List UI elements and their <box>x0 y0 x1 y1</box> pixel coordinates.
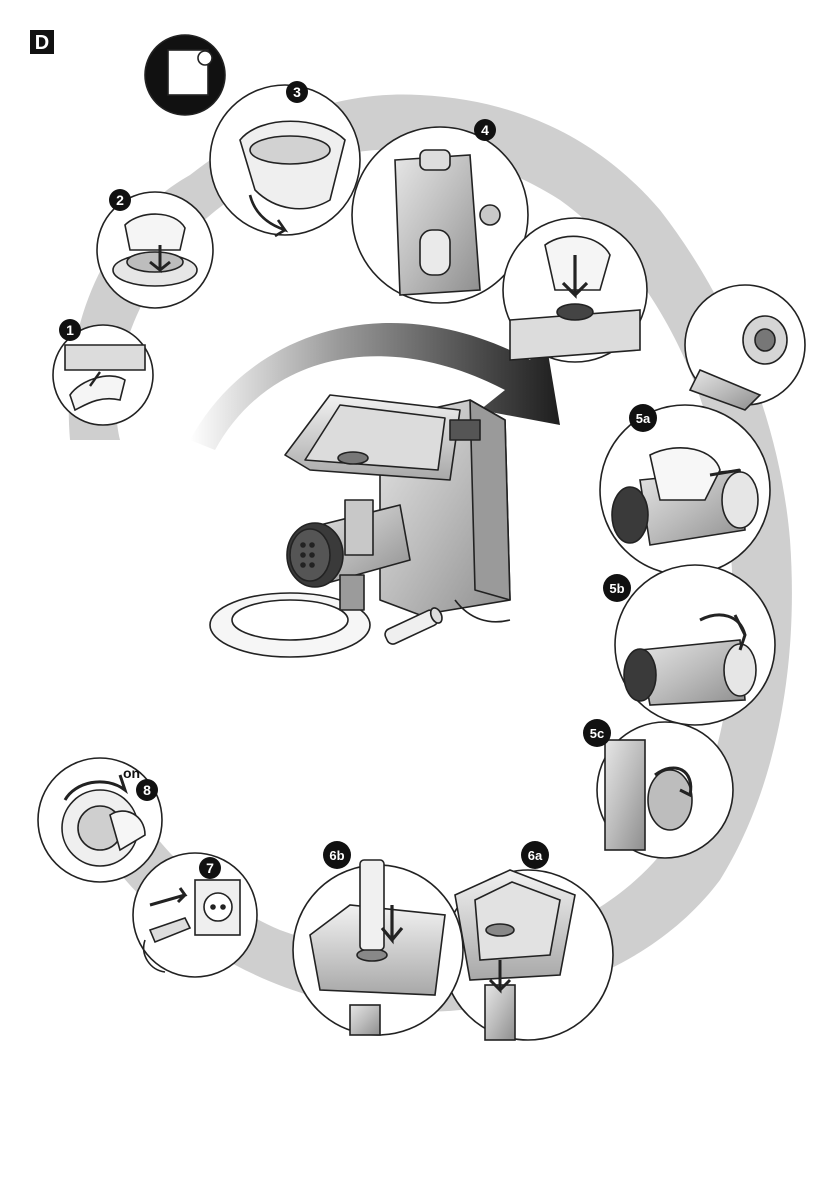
step-circle-4 <box>352 127 528 303</box>
step-circle-3-inset <box>145 35 225 115</box>
svg-text:8: 8 <box>143 782 151 798</box>
step-circle-6a <box>443 870 613 1040</box>
svg-text:1: 1 <box>66 322 74 338</box>
svg-text:3: 3 <box>293 84 301 100</box>
step-badge-7: 7 <box>199 857 221 879</box>
step-circle-3 <box>210 85 360 236</box>
section-d-label: D <box>30 30 54 54</box>
step-badge-6b: 6b <box>323 841 351 869</box>
svg-text:6a: 6a <box>528 848 543 863</box>
step-badge-5c: 5c <box>583 719 611 747</box>
meat-grinder-illustration <box>210 395 510 657</box>
step-badge-5a: 5a <box>629 404 657 432</box>
step-badge-4: 4 <box>474 119 496 141</box>
svg-text:5c: 5c <box>590 726 604 741</box>
step-circle-5a <box>600 405 770 575</box>
step-circle-6b <box>293 860 463 1035</box>
svg-text:6b: 6b <box>329 848 344 863</box>
svg-text:5b: 5b <box>609 581 624 596</box>
svg-text:4: 4 <box>481 122 489 138</box>
step-circle-8 <box>38 758 162 882</box>
step-badge-5b: 5b <box>603 574 631 602</box>
svg-text:7: 7 <box>206 860 214 876</box>
switch-on-label: on <box>123 765 140 781</box>
step-circle-5c <box>597 722 733 858</box>
step-circle-7 <box>133 853 257 977</box>
step-badge-1: 1 <box>59 319 81 341</box>
step-badge-8: 8 <box>136 779 158 801</box>
step-badge-6a: 6a <box>521 841 549 869</box>
step-circle-5b <box>615 565 775 725</box>
svg-text:D: D <box>35 32 49 54</box>
step-circle-4-detail <box>503 218 647 362</box>
step-badge-3: 3 <box>286 81 308 103</box>
svg-text:5a: 5a <box>636 411 651 426</box>
svg-text:2: 2 <box>116 192 124 208</box>
step-circle-5a-detail <box>685 285 805 410</box>
step-badge-2: 2 <box>109 189 131 211</box>
